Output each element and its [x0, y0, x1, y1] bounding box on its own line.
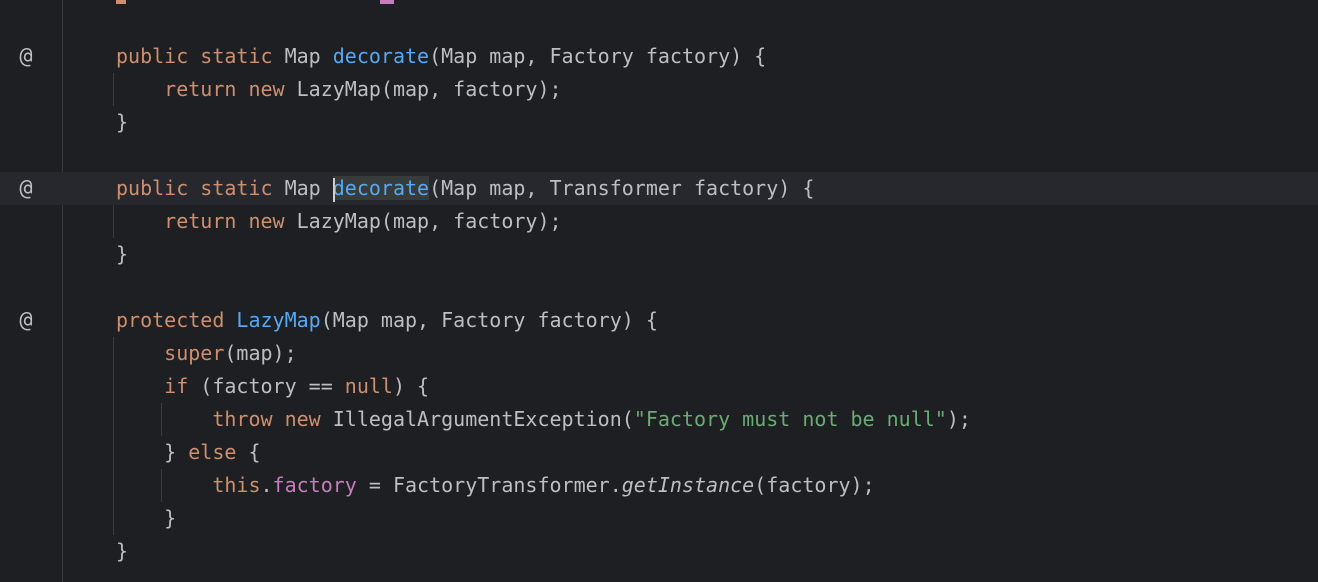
code-token: (map); — [224, 341, 297, 365]
indent-guide — [113, 205, 114, 238]
code-text: if (factory == null) { — [116, 370, 429, 403]
code-token: . — [260, 473, 273, 497]
code-token: LazyMap — [236, 308, 321, 332]
code-text: } — [116, 535, 128, 568]
code-text: return new LazyMap(map, factory); — [116, 73, 562, 106]
code-text: return new LazyMap(map, factory); — [116, 205, 562, 238]
code-token: (factory); — [754, 473, 875, 497]
code-token: return new — [164, 209, 297, 233]
code-line-current[interactable]: @ public static Map decorate(Map map, Tra… — [0, 172, 1318, 205]
code-token: = FactoryTransformer. — [356, 473, 622, 497]
code-line[interactable]: this.factory = FactoryTransformer.getIns… — [0, 469, 1318, 502]
code-token: this — [212, 473, 261, 497]
code-text: throw new IllegalArgumentException("Fact… — [116, 403, 971, 436]
indent-guide — [161, 403, 162, 436]
code-token: } — [116, 440, 189, 464]
code-token: } — [116, 506, 177, 530]
code-token: Map — [284, 44, 333, 68]
code-text: super(map); — [116, 337, 297, 370]
code-token: ); — [946, 407, 971, 431]
code-line[interactable]: return new LazyMap(map, factory); — [0, 205, 1318, 238]
code-token: LazyMap(map, factory); — [296, 209, 562, 233]
code-token: public static — [116, 176, 285, 200]
code-token: (Map map, Factory factory) { — [429, 44, 767, 68]
code-line[interactable]: if (factory == null) { — [0, 370, 1318, 403]
code-token: LazyMap(map, factory); — [296, 77, 562, 101]
code-line[interactable]: return new LazyMap(map, factory); — [0, 73, 1318, 106]
code-token: super — [164, 341, 225, 365]
code-token: } — [116, 110, 129, 134]
code-line[interactable]: @ public static Map decorate(Map map, Fac… — [0, 40, 1318, 73]
code-token: } — [116, 539, 129, 563]
code-token: (factory == — [200, 374, 345, 398]
editor-gutter — [0, 0, 63, 582]
code-text: public static Map decorate(Map map, Tran… — [116, 172, 814, 205]
code-token: IllegalArgumentException( — [332, 407, 634, 431]
code-token: (Map map, Transformer factory) { — [429, 176, 815, 200]
code-token — [116, 407, 212, 431]
code-token: { — [248, 440, 261, 464]
code-token: "Factory must not be null" — [633, 407, 947, 431]
code-text: protected LazyMap(Map map, Factory facto… — [116, 304, 658, 337]
code-line[interactable]: } — [0, 106, 1318, 139]
code-token: ) { — [392, 374, 430, 398]
code-text: } — [116, 238, 128, 271]
code-text: } else { — [116, 436, 261, 469]
code-line[interactable] — [0, 139, 1318, 172]
code-line[interactable]: throw new IllegalArgumentException("Fact… — [0, 403, 1318, 436]
code-token — [116, 374, 164, 398]
override-annotation-icon[interactable]: @ — [19, 308, 33, 333]
code-token — [116, 77, 164, 101]
code-text: } — [116, 502, 176, 535]
code-token: Map — [284, 176, 333, 200]
code-token: if — [164, 374, 201, 398]
code-token — [116, 473, 212, 497]
code-token: else — [188, 440, 249, 464]
code-token: protected — [116, 308, 237, 332]
text-caret — [332, 177, 335, 202]
code-text: } — [116, 106, 128, 139]
code-token: throw new — [212, 407, 333, 431]
code-text: this.factory = FactoryTransformer.getIns… — [116, 469, 875, 502]
code-token: return new — [164, 77, 297, 101]
indent-guide — [161, 469, 162, 502]
partial-line-fragment — [116, 0, 126, 4]
code-line[interactable]: @ protected LazyMap(Map map, Factory fact… — [0, 304, 1318, 337]
code-line[interactable]: } — [0, 238, 1318, 271]
code-text: public static Map decorate(Map map, Fact… — [116, 40, 766, 73]
indent-guide — [113, 73, 114, 106]
override-annotation-icon[interactable]: @ — [19, 44, 33, 69]
code-token: factory — [272, 473, 357, 497]
code-line[interactable]: } — [0, 502, 1318, 535]
code-token: decorate — [332, 176, 430, 200]
code-line[interactable]: super(map); — [0, 337, 1318, 370]
indent-guide — [113, 337, 114, 535]
code-line[interactable] — [0, 271, 1318, 304]
code-token: decorate — [332, 44, 430, 68]
partial-line-fragment — [380, 0, 394, 4]
code-token: (Map map, Factory factory) { — [320, 308, 658, 332]
code-line[interactable]: } else { — [0, 436, 1318, 469]
code-token: null — [344, 374, 393, 398]
code-token — [116, 341, 164, 365]
code-line[interactable]: } — [0, 535, 1318, 568]
code-token: } — [116, 242, 129, 266]
code-token: getInstance — [621, 473, 755, 497]
code-token — [116, 209, 164, 233]
code-token: public static — [116, 44, 285, 68]
override-annotation-icon[interactable]: @ — [19, 176, 33, 201]
